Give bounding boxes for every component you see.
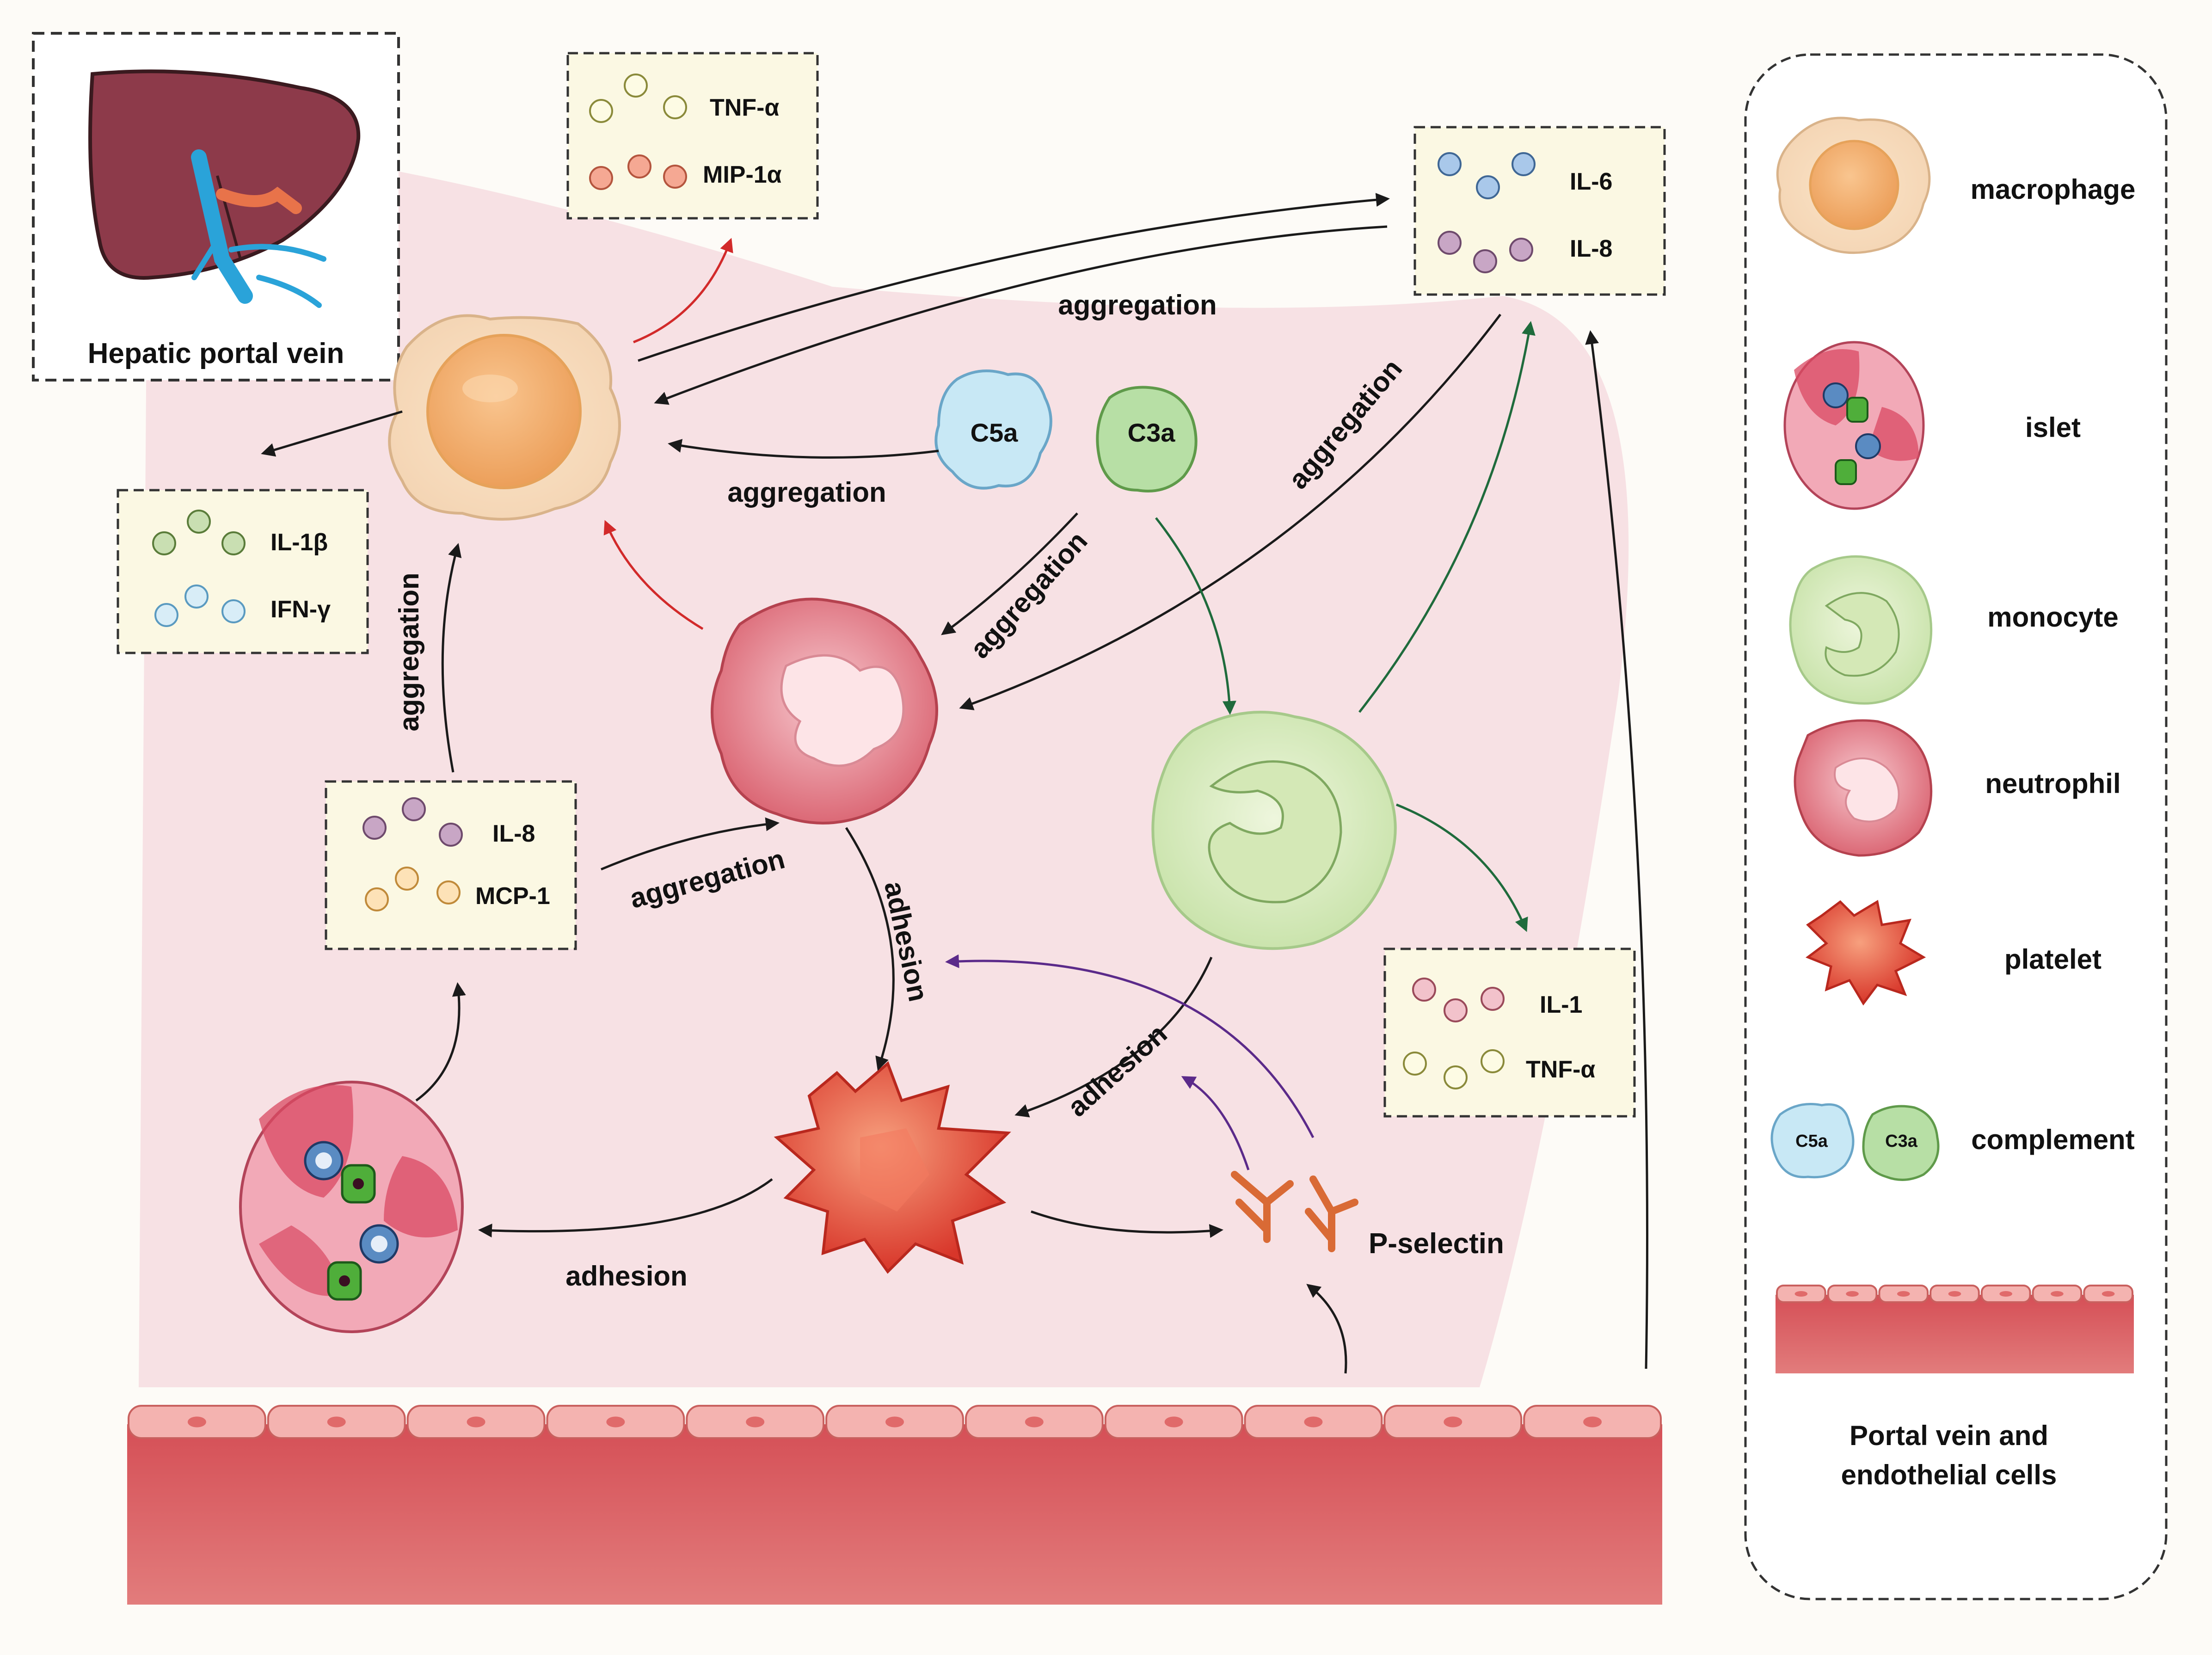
liver-box-title: Hepatic portal vein (88, 338, 344, 369)
cytokine-box-right-top: IL-6 IL-8 (1413, 126, 1666, 296)
legend-macrophage-label: macrophage (1971, 174, 2136, 205)
cytokine-box-top: TNF-α MIP-1α (566, 52, 819, 220)
endothelial-nucleus (885, 1416, 904, 1427)
il-8-label-top: IL-8 (1570, 235, 1612, 262)
legend-monocyte-label: monocyte (1987, 602, 2118, 633)
endothelial-nucleus (1444, 1416, 1462, 1427)
arrows (261, 193, 1648, 1374)
endothelial-nucleus (1846, 1291, 1859, 1297)
artery-icon (216, 186, 302, 214)
portal-vein (127, 1405, 1662, 1605)
cytokine-box-right-bottom: IL-1 TNF-α (1383, 947, 1636, 1118)
legend-platelet-icon (1805, 900, 1926, 1006)
legend-c5a-icon: C5a (1770, 1103, 1855, 1179)
endothelial-cells (128, 1405, 1662, 1439)
endothelial-nucleus (1304, 1416, 1323, 1427)
arrow-macrophage-to-tnf (633, 238, 733, 344)
arrow-pselectin-to-monocyte (1181, 1076, 1250, 1170)
legend-neutrophil-label: neutrophil (1985, 768, 2120, 799)
legend-portal-vein-line1: Portal vein and (1849, 1420, 2048, 1451)
islet-cell (239, 1081, 464, 1333)
il-6-label: IL-6 (1570, 168, 1612, 195)
arrow-il8-box-to-neutrophil (601, 817, 780, 871)
liver-box: Hepatic portal vein (32, 32, 400, 381)
endothelial-nucleus (1164, 1416, 1183, 1427)
legend-c3a-label: C3a (1885, 1132, 1918, 1151)
legend-monocyte-icon (1789, 555, 1933, 705)
legend-complement-label: complement (1971, 1124, 2134, 1155)
endothelial-nucleus (606, 1416, 625, 1427)
p-selectin-receptor (1231, 1171, 1358, 1252)
tnf-alpha-label-bottom: TNF-α (1526, 1056, 1595, 1083)
arrow-platelet-to-pselectin (1031, 1210, 1223, 1238)
arrow-macrophage-to-il1b (261, 410, 403, 457)
legend-c5a-label: C5a (1795, 1132, 1828, 1151)
arrow-neutrophil-to-platelet (845, 827, 895, 1071)
legend-c3a-icon: C3a (1862, 1105, 1940, 1181)
liver-icon (88, 69, 361, 280)
legend-neutrophil-icon (1794, 719, 1933, 857)
cytokine-box-left: IL-1β IFN-γ (117, 489, 369, 654)
legend-vessel-icon (1776, 1285, 2134, 1373)
endothelial-nucleus (187, 1416, 206, 1427)
il-1-label: IL-1 (1540, 991, 1582, 1018)
c5a-label: C5a (971, 418, 1019, 447)
c5a-complement: C5a (934, 369, 1052, 490)
endothelial-nucleus (1583, 1416, 1602, 1427)
endothelial-nucleus (327, 1416, 346, 1427)
portal-vein-icon (191, 149, 253, 304)
c3a-complement: C3a (1096, 386, 1198, 492)
macrophage-cell (388, 314, 621, 521)
endothelial-nucleus (1794, 1291, 1808, 1297)
c3a-label: C3a (1128, 418, 1176, 447)
arrow-neutrophil-to-macrophage (603, 520, 704, 630)
label-adhesion-bottom: adhesion (565, 1261, 687, 1292)
ifn-gamma-label: IFN-γ (270, 596, 331, 623)
arrow-platelet-to-islet (478, 1178, 773, 1238)
legend-portal-vein-line2: endothelial cells (1841, 1459, 2057, 1490)
arrow-c3a-to-monocyte (1155, 517, 1236, 715)
arrow-monocyte-to-platelet (1014, 957, 1213, 1118)
arrow-islet-to-mcp1 (415, 982, 466, 1102)
arrow-il6-to-macrophage (654, 225, 1388, 405)
arrow-il8-to-macrophage (441, 543, 462, 773)
platelet-cell (774, 1061, 1011, 1274)
endothelial-nucleus (467, 1416, 485, 1427)
monocyte-cell (1151, 711, 1397, 950)
arrow-monocyte-to-il6 (1358, 321, 1536, 713)
p-selectin-label: P-selectin (1369, 1228, 1504, 1260)
arrow-macrophage-to-il6 (638, 193, 1390, 362)
legend-macrophage-icon (1776, 117, 1931, 254)
mip-1alpha-label: MIP-1α (703, 161, 782, 188)
legend-islet-label: islet (2025, 412, 2081, 443)
il-8-label-middle: IL-8 (492, 820, 535, 847)
tnf-alpha-label: TNF-α (710, 94, 779, 121)
endothelial-nucleus (1948, 1291, 1961, 1297)
label-aggregation-top: aggregation (1058, 289, 1217, 320)
cytokine-box-middle-left: IL-8 MCP-1 (325, 780, 577, 950)
legend-islet-icon (1783, 341, 1925, 510)
endothelial-nucleus (1999, 1291, 2013, 1297)
arrow-c5a-to-macrophage (668, 439, 939, 459)
mcp-1-label: MCP-1 (475, 883, 550, 910)
endothelial-nucleus (2101, 1291, 2115, 1297)
endothelial-nucleus (2051, 1291, 2064, 1297)
endothelial-nucleus (1025, 1416, 1044, 1427)
label-aggregation-c5a: aggregation (727, 477, 886, 508)
label-aggregation-vertical: aggregation (393, 572, 424, 731)
endothelial-nucleus (746, 1416, 765, 1427)
arrow-c3a-to-neutrophil (941, 512, 1078, 635)
arrow-vessel-to-pselectin (1306, 1284, 1347, 1374)
neutrophil-cell (711, 597, 938, 824)
arrow-pselectin-to-neutrophil (945, 954, 1315, 1138)
arrow-il8-top-to-neutrophil (959, 314, 1501, 710)
legend-platelet-label: platelet (2004, 944, 2101, 975)
endothelial-nucleus (1897, 1291, 1910, 1297)
il-1beta-label: IL-1β (270, 529, 328, 556)
legend-endothelial-cells (1776, 1285, 2133, 1303)
legend-panel: macrophage islet monocyte neutrophil pla… (1744, 53, 2168, 1600)
arrow-monocyte-to-il1 (1396, 803, 1528, 932)
arrow-vessel-to-il6 (1585, 330, 1648, 1369)
